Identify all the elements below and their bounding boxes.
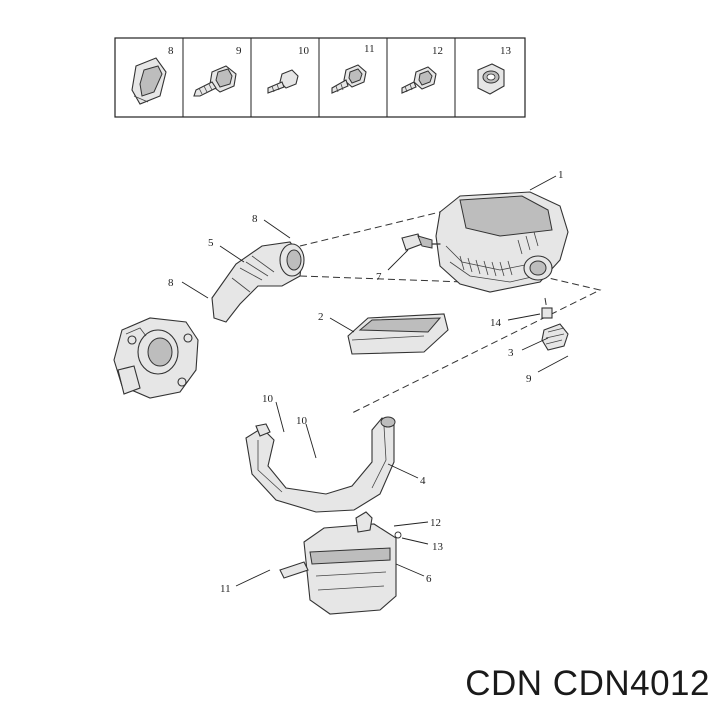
callout-5: 5 <box>208 237 214 249</box>
throttle-body <box>113 317 199 399</box>
legend-cell-10: 10 <box>267 45 310 94</box>
air-filter-housing <box>435 191 569 293</box>
callout-numbers: 1 2 3 4 5 6 7 8 8 9 10 10 11 12 13 14 <box>168 169 564 595</box>
small-bolt-icon <box>267 69 299 94</box>
legend-cell-13: 13 <box>477 45 512 95</box>
callout-8-lower: 8 <box>168 277 174 289</box>
housing-ribs <box>459 231 539 277</box>
leader-lines <box>181 175 569 587</box>
legend-number: 9 <box>236 45 242 57</box>
callout-14: 14 <box>490 317 502 329</box>
legend-number: 8 <box>168 45 174 57</box>
flange-bolt-icon <box>193 65 237 97</box>
callout-10-left: 10 <box>262 393 274 405</box>
rubber-mount <box>541 323 569 351</box>
nut-icon <box>477 63 505 95</box>
legend-cell-11: 11 <box>331 43 375 94</box>
clip-icon <box>131 57 167 105</box>
callout-13: 13 <box>432 541 444 553</box>
fastener-legend: 8 9 10 <box>114 37 526 118</box>
legend-number: 13 <box>500 45 512 57</box>
bolt-icon <box>331 64 367 94</box>
callout-2: 2 <box>318 311 324 323</box>
callout-7: 7 <box>376 271 382 283</box>
legend-cell-12: 12 <box>401 45 443 94</box>
fitting-grommet <box>541 307 553 319</box>
callout-10-right: 10 <box>296 415 308 427</box>
callout-11: 11 <box>220 583 231 595</box>
callout-3: 3 <box>508 347 514 359</box>
resonator-box <box>279 511 402 615</box>
callout-8-upper: 8 <box>252 213 258 225</box>
intake-hose <box>211 241 305 323</box>
intake-sensor <box>401 233 441 251</box>
washer-bolt-icon <box>401 66 437 94</box>
callout-12: 12 <box>430 517 441 529</box>
legend-number: 12 <box>432 45 443 57</box>
legend-cell-8: 8 <box>131 45 174 105</box>
legend-cell-9: 9 <box>193 45 242 97</box>
callout-1: 1 <box>558 169 564 181</box>
callout-4: 4 <box>420 475 426 487</box>
callout-9: 9 <box>526 373 532 385</box>
legend-number: 11 <box>364 43 375 55</box>
resonator-pipe <box>245 416 396 513</box>
legend-number: 10 <box>298 45 310 57</box>
air-filter-element <box>347 313 449 355</box>
brand-part-number: CDN CDN4012 <box>465 664 710 703</box>
callout-6: 6 <box>426 573 432 585</box>
